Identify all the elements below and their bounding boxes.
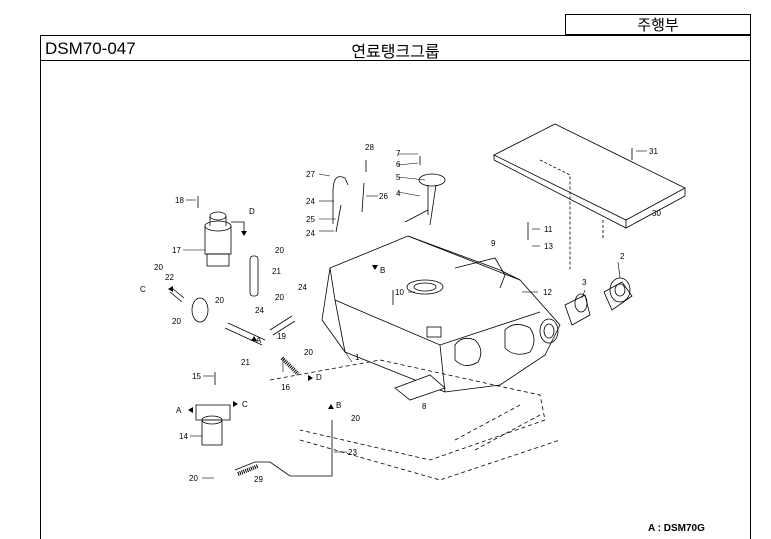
callout-12: 12 [543, 288, 552, 297]
label-c-left: C [140, 285, 146, 294]
label-b-line: B [336, 401, 341, 410]
direction-arrows [168, 231, 378, 413]
callout-8: 8 [422, 402, 427, 411]
header-row: DSM70-047 연료탱크그룹 [40, 35, 751, 61]
callout-20d: 20 [172, 317, 181, 326]
callout-18: 18 [175, 196, 184, 205]
fuel-tank [321, 235, 561, 393]
callout-20f: 20 [304, 348, 313, 357]
callout-20a: 20 [275, 246, 284, 255]
callout-30: 30 [652, 209, 661, 218]
callout-24b: 24 [306, 229, 315, 238]
callout-9: 9 [491, 239, 496, 248]
callout-14: 14 [179, 432, 188, 441]
part-code: DSM70-047 [45, 39, 136, 58]
fuel-sender [404, 173, 446, 226]
callout-20c: 20 [154, 263, 163, 272]
label-a-hose: A [256, 336, 262, 345]
callout-24a: 24 [306, 197, 315, 206]
vehicle-frame [269, 359, 561, 481]
fuel-filter-lower [195, 404, 231, 446]
callout-22: 22 [165, 273, 174, 282]
callout-3: 3 [582, 278, 587, 287]
callout-28: 28 [365, 143, 374, 152]
callout-20b: 20 [275, 293, 284, 302]
label-d-lower: D [316, 373, 322, 382]
bolts [197, 148, 633, 385]
model-note: A : DSM70G [648, 523, 705, 534]
callout-21b: 21 [241, 358, 250, 367]
callout-24c: 24 [298, 283, 307, 292]
callout-29: 29 [254, 475, 263, 484]
label-b-tank: B [380, 266, 385, 275]
page-title: 연료탱크그룹 [351, 42, 440, 61]
callout-23: 23 [348, 448, 357, 457]
tank-base-plate [394, 374, 446, 401]
callout-4: 4 [396, 189, 401, 198]
callout-15: 15 [192, 372, 201, 381]
callout-24d: 24 [255, 306, 264, 315]
callout-2: 2 [620, 252, 625, 261]
callout-5: 5 [396, 173, 401, 182]
callout-10: 10 [395, 288, 404, 297]
fuel-line [234, 420, 333, 477]
label-d-upper: D [249, 207, 255, 216]
section-label: 주행부 [565, 14, 751, 35]
callout-1: 1 [355, 353, 360, 362]
callout-17: 17 [172, 246, 181, 255]
callout-16: 16 [281, 383, 290, 392]
cover-plate [493, 123, 686, 270]
callout-25: 25 [306, 215, 315, 224]
leader-lines [183, 150, 647, 479]
hoses [169, 176, 349, 376]
filler-neck [539, 277, 633, 344]
drawing-frame [40, 60, 751, 539]
callout-19: 19 [277, 332, 286, 341]
callout-20h: 20 [189, 474, 198, 483]
callout-27: 27 [306, 170, 315, 179]
callout-20g: 20 [351, 414, 360, 423]
label-a-filter: A [176, 406, 182, 415]
callout-20e: 20 [215, 296, 224, 305]
fuel-filter-upper [204, 211, 245, 267]
callout-13: 13 [544, 242, 553, 251]
label-c-filter: C [242, 400, 248, 409]
callout-26: 26 [379, 192, 388, 201]
callout-11: 11 [544, 225, 553, 234]
callout-6: 6 [396, 160, 401, 169]
callout-7: 7 [396, 149, 401, 158]
callout-31: 31 [649, 147, 658, 156]
callout-21a: 21 [272, 267, 281, 276]
